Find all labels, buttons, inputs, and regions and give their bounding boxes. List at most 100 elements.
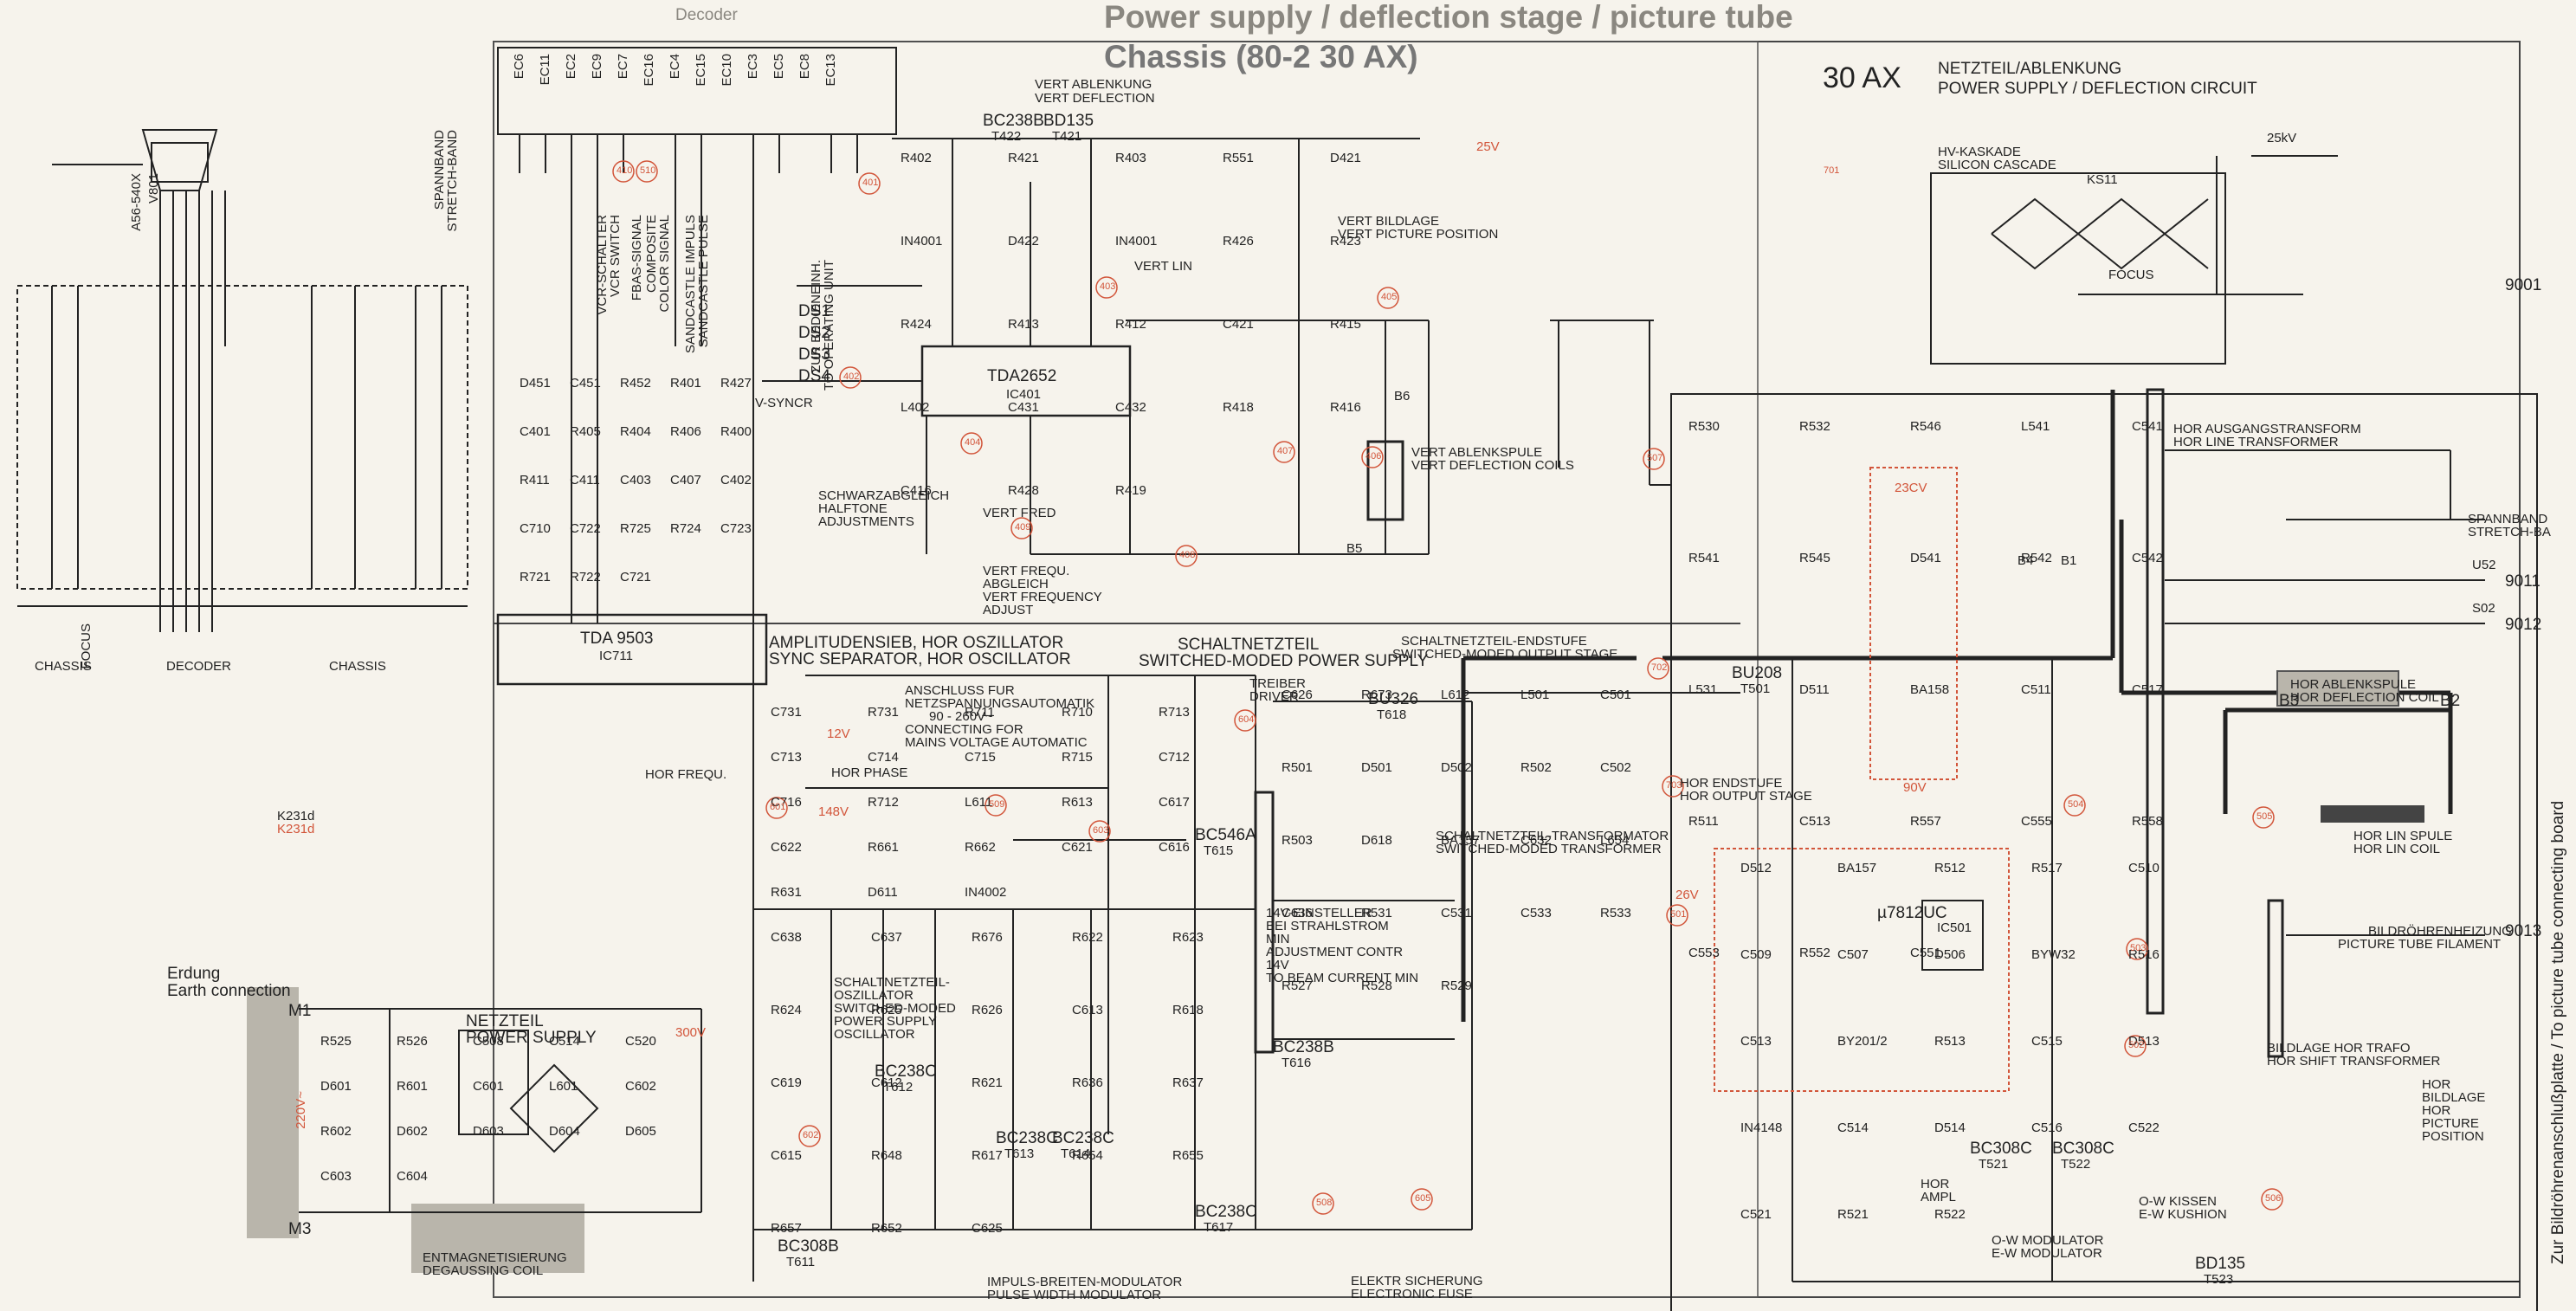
component-designator: C632 bbox=[1520, 833, 1552, 848]
component-designator: C516 bbox=[2031, 1120, 2063, 1135]
connecting-for-label: CONNECTING FOR bbox=[905, 722, 1023, 737]
focus-left-label: FOCUS bbox=[79, 623, 94, 669]
component-designator: R424 bbox=[901, 317, 932, 332]
component-designator: C431 bbox=[1008, 400, 1039, 415]
component-designator: C551 bbox=[1910, 946, 1941, 960]
component-designator: C617 bbox=[1159, 795, 1190, 810]
transistor-ref: T616 bbox=[1282, 1056, 1312, 1070]
vert-deflection-coils-label: VERT DEFLECTION COILS bbox=[1411, 458, 1574, 473]
ow-mod-en-label: E-W MODULATOR bbox=[1992, 1246, 2102, 1261]
pbm-en-label: PULSE WIDTH MODULATOR bbox=[987, 1288, 1162, 1302]
deflection-frame bbox=[1670, 393, 2538, 1311]
component-designator: R452 bbox=[620, 376, 651, 391]
component-designator: R711 bbox=[965, 705, 995, 720]
einsteller-label: 14V-EINSTELLER bbox=[1266, 906, 1372, 920]
component-designator: R421 bbox=[1008, 151, 1039, 165]
ow-kissen-label: O-W KISSEN bbox=[2139, 1194, 2218, 1209]
component-designator: C710 bbox=[520, 521, 551, 536]
component-designator: C722 bbox=[570, 521, 601, 536]
vert-frequ-label: VERT FREQU. bbox=[983, 564, 1070, 578]
component-designator: R712 bbox=[868, 795, 899, 810]
component-designator: R412 bbox=[1115, 317, 1146, 332]
component-designator: L501 bbox=[1520, 688, 1550, 702]
component-designator: R552 bbox=[1799, 946, 1830, 960]
node-label: 703 bbox=[1666, 780, 1682, 791]
component-designator: C541 bbox=[2132, 419, 2163, 434]
component-designator: R427 bbox=[720, 376, 752, 391]
hor-lin-coil-label: HOR LIN COIL bbox=[2353, 842, 2441, 856]
chassis-left-label: CHASSIS bbox=[35, 659, 92, 674]
component-designator: R405 bbox=[570, 424, 601, 439]
ec-connector bbox=[497, 47, 897, 135]
node-label: 701 bbox=[1824, 165, 1840, 176]
abgleich-label: ABGLEICH bbox=[983, 577, 1049, 591]
ic401-label: IC401 bbox=[1006, 387, 1042, 402]
component-designator: C510 bbox=[2128, 861, 2160, 875]
component-designator: R713 bbox=[1159, 705, 1190, 720]
component-designator: R673 bbox=[1361, 688, 1392, 702]
component-designator: C403 bbox=[620, 473, 651, 488]
component-designator: IN4002 bbox=[965, 885, 1007, 900]
component-designator: C421 bbox=[1223, 317, 1254, 332]
component-designator: C712 bbox=[1159, 750, 1190, 765]
component-designator: L601 bbox=[549, 1079, 578, 1094]
component-designator: R625 bbox=[871, 1003, 902, 1017]
strahlstrom-label: BEI STRAHLSTROM bbox=[1266, 919, 1389, 933]
component-designator: C715 bbox=[965, 750, 996, 765]
component-designator: C604 bbox=[397, 1169, 428, 1184]
adjust-label: ADJUST bbox=[983, 603, 1034, 617]
hor-deflection-coil-shade bbox=[2276, 670, 2399, 707]
node-label: 407 bbox=[1277, 446, 1294, 456]
component-designator: R502 bbox=[1520, 760, 1552, 775]
component-designator: R528 bbox=[1361, 978, 1392, 993]
node-label: 405 bbox=[1381, 292, 1398, 302]
component-designator: D618 bbox=[1361, 833, 1392, 848]
decoder-left-label: DECODER bbox=[166, 659, 232, 674]
hor-lin-spule-label: HOR LIN SPULE bbox=[2353, 829, 2453, 843]
decoder-header: Decoder bbox=[675, 6, 738, 24]
ic-7812-block bbox=[1921, 900, 1984, 971]
component-designator: R626 bbox=[972, 1003, 1003, 1017]
transistor-ref: T613 bbox=[1004, 1146, 1035, 1161]
node-label: 406 bbox=[1365, 451, 1382, 462]
output-9001: 9001 bbox=[2505, 276, 2542, 294]
node-label: 509 bbox=[989, 799, 1005, 810]
component-designator: D541 bbox=[1910, 551, 1941, 565]
pin-b6: B6 bbox=[1394, 389, 1411, 404]
position-label: POSITION bbox=[2422, 1129, 2484, 1144]
component-designator: R602 bbox=[320, 1124, 352, 1139]
component-designator: R715 bbox=[1062, 750, 1093, 765]
page-title: Power supply / deflection stage / pictur… bbox=[1104, 0, 1793, 35]
component-designator: R652 bbox=[871, 1221, 902, 1236]
transistor-name: BC308C bbox=[2052, 1140, 2114, 1158]
v90-label: 90V bbox=[1903, 780, 1927, 795]
osz-de-label: SCHALTNETZTEIL- bbox=[834, 975, 950, 990]
component-designator: R721 bbox=[520, 570, 551, 584]
endstufe-label: SCHALTNETZTEIL-ENDSTUFE bbox=[1401, 634, 1587, 649]
transistor-ref: T421 bbox=[1052, 129, 1082, 144]
component-designator: L402 bbox=[901, 400, 930, 415]
component-designator: R722 bbox=[570, 570, 601, 584]
v14-label: 14V bbox=[1266, 958, 1289, 972]
power-supply-label: POWER SUPPLY bbox=[466, 1029, 597, 1047]
ec-pin: EC4 bbox=[668, 54, 682, 80]
component-designator: R618 bbox=[1172, 1003, 1204, 1017]
vert-fred-label: VERT FRED bbox=[983, 506, 1056, 520]
component-designator: D502 bbox=[1441, 760, 1472, 775]
component-designator: R521 bbox=[1837, 1207, 1869, 1222]
schwarzabgleich-label: SCHWARZABGLEICH bbox=[818, 488, 950, 503]
component-designator: C619 bbox=[771, 1075, 802, 1090]
smps-transformer-core bbox=[1254, 791, 1275, 1054]
component-designator: C636 bbox=[1282, 906, 1313, 920]
ec-pin: EC11 bbox=[538, 54, 552, 86]
hor-frequ-label: HOR FREQU. bbox=[645, 767, 727, 782]
ds4-label: DS4 bbox=[798, 367, 830, 385]
shift-transformer-core bbox=[2267, 899, 2284, 1058]
node-label: 507 bbox=[1647, 453, 1663, 463]
node-label: 601 bbox=[770, 802, 786, 812]
component-designator: C555 bbox=[2021, 814, 2052, 829]
transistor-ref: T523 bbox=[2204, 1272, 2234, 1287]
vcr-switch-label: VCR SWITCH bbox=[608, 215, 623, 297]
node-label: 504 bbox=[2068, 799, 2084, 810]
component-designator: IN4001 bbox=[901, 234, 943, 249]
